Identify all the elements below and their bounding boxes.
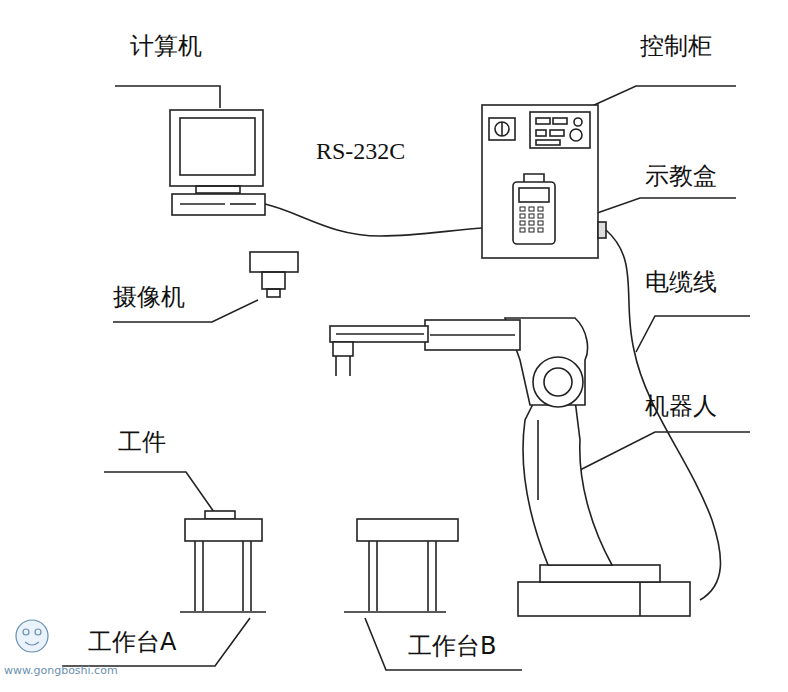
leader-line	[104, 472, 214, 512]
robot-cable	[606, 230, 721, 600]
callout-label: 工作台B	[408, 632, 496, 661]
callout-label: 控制柜	[640, 32, 712, 61]
callout-label: 计算机	[130, 32, 202, 61]
leader-line	[636, 316, 750, 352]
callout-label: 工件	[118, 428, 166, 457]
watermark-logo	[16, 620, 48, 652]
leader-line	[592, 86, 736, 106]
camera	[250, 252, 298, 297]
callout-label: 摄像机	[113, 283, 185, 312]
workbench-a	[180, 511, 266, 612]
workbench-b	[344, 519, 458, 612]
callout-label: 机器人	[645, 392, 717, 421]
robot	[330, 318, 690, 616]
callout-label: RS-232C	[316, 137, 405, 166]
rs232-cable	[265, 204, 482, 236]
computer	[170, 110, 265, 215]
watermark-text: www.gongboshi.com	[4, 664, 118, 677]
teach-pendant	[513, 174, 555, 244]
leader-line	[62, 618, 250, 666]
leader-line	[365, 618, 522, 670]
callout-label: 示教盒	[645, 162, 717, 191]
callout-label: 电缆线	[645, 268, 717, 297]
leader-line	[115, 86, 220, 108]
callout-label: 工作台A	[88, 628, 176, 657]
leader-line	[580, 432, 750, 470]
control-cabinet	[482, 105, 606, 258]
